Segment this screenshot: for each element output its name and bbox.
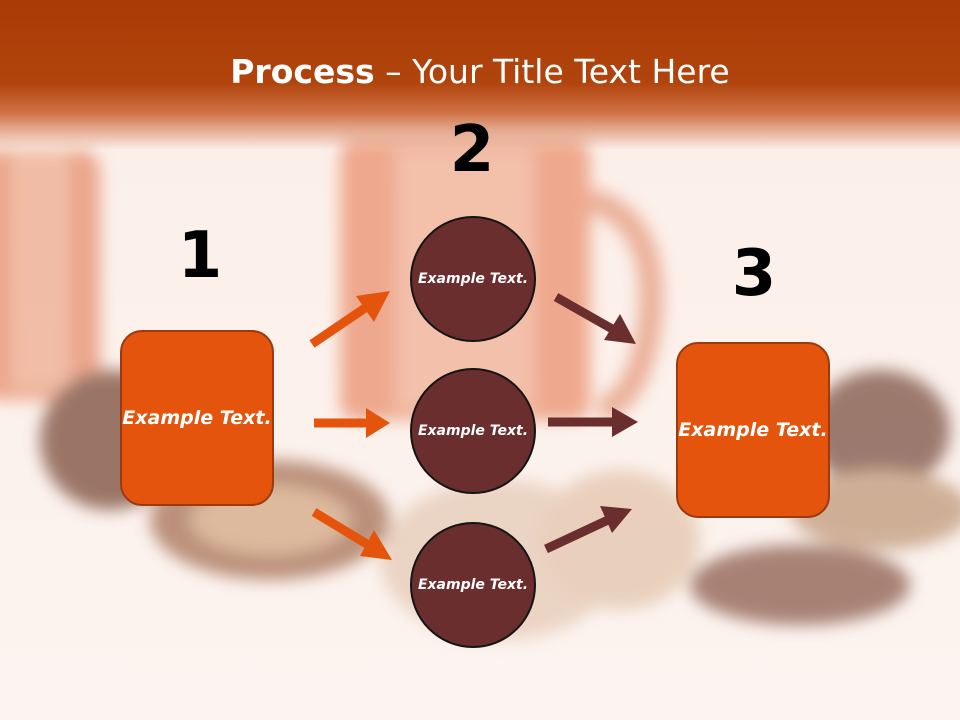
step-number-3: 3	[731, 237, 777, 311]
circle-top-text: Example Text.	[417, 270, 529, 287]
arrow-middle-to-3	[548, 407, 638, 437]
circle-bottom-text: Example Text.	[417, 576, 529, 593]
circle-bottom[interactable]: Example Text.	[410, 522, 536, 648]
step-number-2: 2	[449, 113, 495, 187]
header-band	[0, 0, 960, 150]
step-1-box[interactable]: Example Text.	[120, 330, 274, 506]
step-number-1: 1	[177, 219, 223, 293]
arrow-1-to-bottom	[311, 508, 392, 560]
circle-middle[interactable]: Example Text.	[410, 368, 536, 494]
step-1-text: Example Text.	[122, 406, 272, 429]
slide-title: Process – Your Title Text Here	[0, 52, 960, 91]
circle-top[interactable]: Example Text.	[410, 216, 536, 342]
arrow-1-to-middle	[314, 408, 390, 438]
title-rest: – Your Title Text Here	[374, 52, 730, 91]
arrow-bottom-to-3	[544, 506, 632, 554]
step-3-box[interactable]: Example Text.	[676, 342, 830, 518]
title-bold: Process	[230, 52, 375, 91]
arrow-1-to-top	[309, 291, 390, 348]
arrow-top-to-3	[553, 293, 636, 344]
step-3-text: Example Text.	[678, 418, 828, 441]
circle-middle-text: Example Text.	[417, 422, 529, 439]
